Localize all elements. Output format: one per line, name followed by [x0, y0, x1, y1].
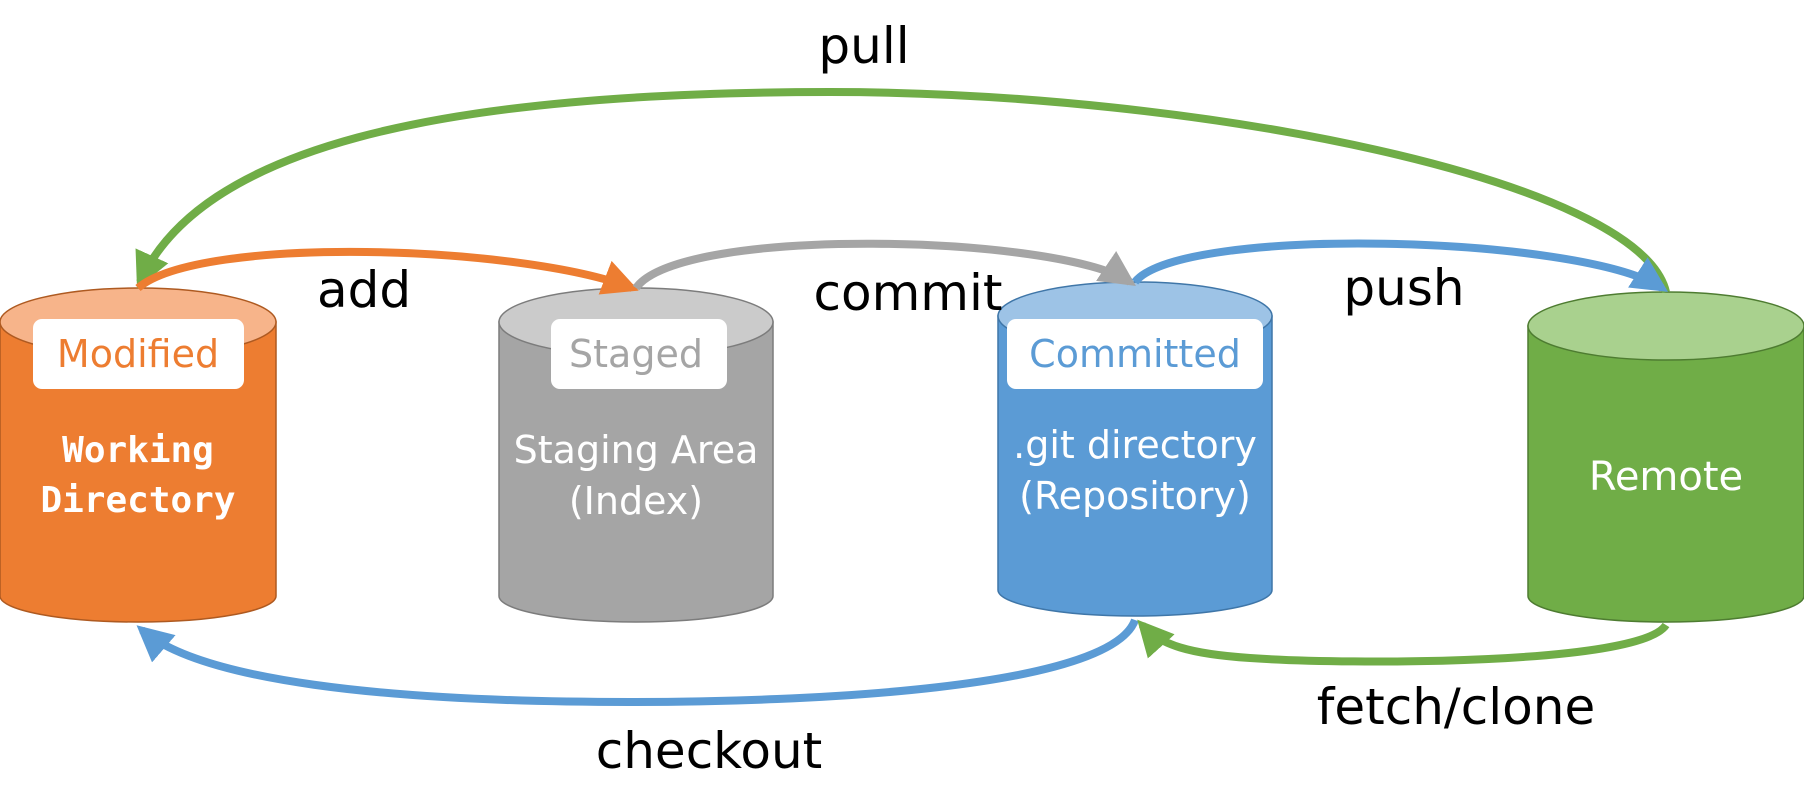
git-directory-label-line2: (Repository): [1019, 474, 1251, 518]
working-directory-label-line2: Directory: [40, 480, 235, 521]
remote-label: Remote: [1589, 454, 1743, 500]
committed-status-label: Committed: [1029, 332, 1241, 376]
pull-label: pull: [818, 17, 909, 75]
staging-area-label-line2: (Index): [569, 479, 703, 523]
commit-label: commit: [814, 264, 1003, 322]
push-label: push: [1343, 259, 1464, 317]
working-directory-label-line1: Working: [62, 430, 214, 471]
checkout-label: checkout: [596, 722, 823, 780]
staging-area-cylinder: Staged Staging Area (Index): [498, 287, 774, 623]
fetch-clone-arrow: [1137, 619, 1670, 666]
staging-area-label-line1: Staging Area: [514, 428, 759, 472]
add-arrow: [135, 247, 639, 295]
git-directory-label-line1: .git directory: [1013, 423, 1257, 467]
git-directory-cylinder: Committed .git directory (Repository): [997, 281, 1273, 617]
commit-arrow: [632, 239, 1136, 291]
modified-status-badge: [33, 319, 244, 389]
pull-arrow: [135, 87, 1670, 294]
staged-status-badge: [551, 319, 727, 389]
working-directory-cylinder: Modified Working Directory: [0, 287, 277, 623]
fetch-clone-label: fetch/clone: [1317, 678, 1595, 736]
staged-status-label: Staged: [569, 332, 703, 376]
checkout-arrow: [136, 618, 1139, 707]
add-label: add: [317, 261, 411, 319]
committed-status-badge: [1007, 319, 1263, 389]
push-arrow: [1131, 239, 1669, 292]
modified-status-label: Modified: [57, 332, 219, 376]
remote-cylinder: Remote: [1527, 291, 1804, 623]
